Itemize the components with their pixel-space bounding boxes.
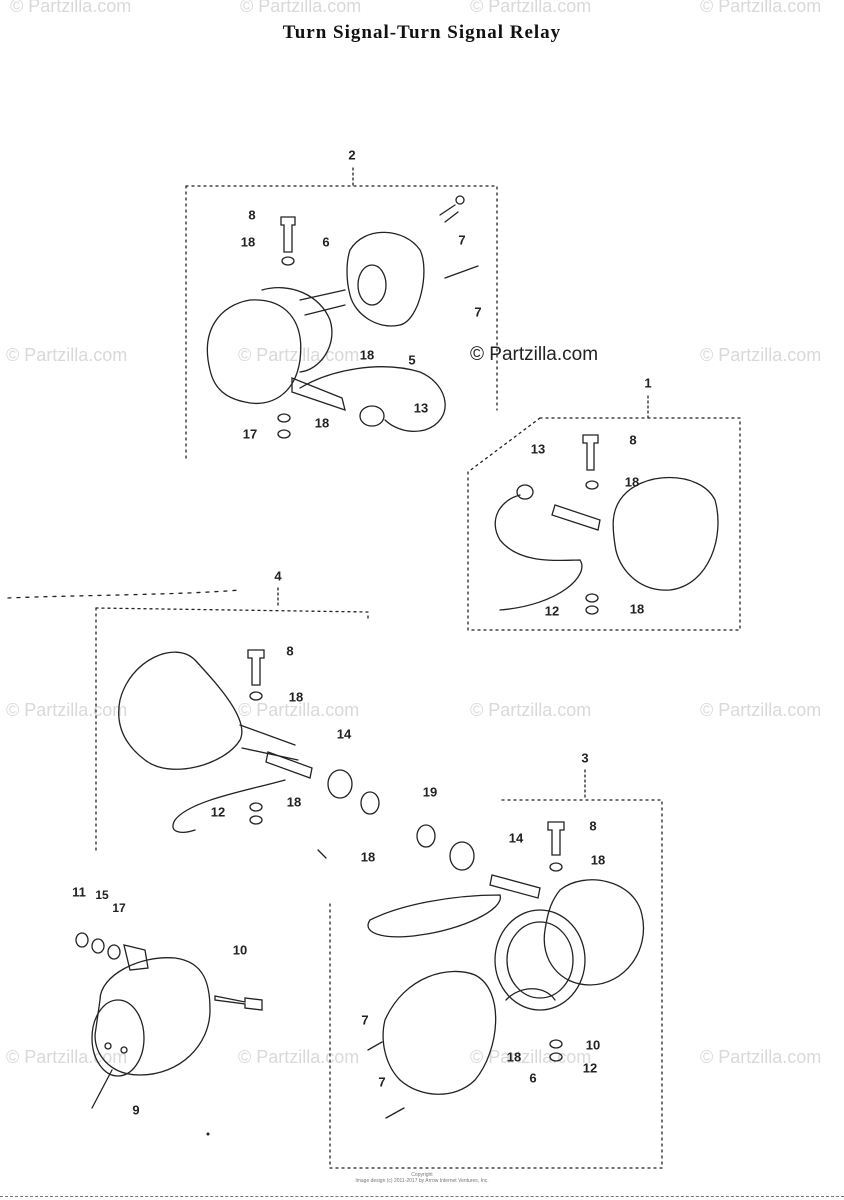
stem-3 (489, 874, 541, 899)
callout-6: 6 (529, 1070, 537, 1086)
stem-2 (291, 377, 346, 411)
watermark: © Partzilla.com (238, 1047, 360, 1067)
callout-12: 12 (210, 804, 226, 820)
watermark: © Partzilla.com (470, 0, 592, 16)
callout-7: 7 (474, 304, 482, 320)
callout-18: 18 (590, 852, 606, 868)
callout-2: 2 (348, 147, 356, 163)
stem-4 (265, 751, 313, 779)
callout-5: 5 (408, 352, 416, 368)
callout-12: 12 (544, 603, 560, 619)
callout-18: 18 (624, 474, 640, 490)
housing-4 (118, 651, 243, 770)
copyright-footer: Copyright Image design (c) 2011-2017 by … (0, 1172, 844, 1184)
callout-7: 7 (458, 232, 466, 248)
bolt-4 (247, 649, 265, 686)
callout-7: 7 (378, 1074, 386, 1090)
callout-18: 18 (286, 794, 302, 810)
callout-17: 17 (242, 426, 258, 442)
housing-1 (612, 476, 719, 591)
watermark: © Partzilla.com (238, 700, 360, 720)
watermark: © Partzilla.com (700, 0, 822, 16)
assembly-4-frame (7, 589, 241, 599)
callout-17: 17 (112, 901, 126, 915)
page-title: Turn Signal-Turn Signal Relay (282, 22, 562, 43)
watermark: © Partzilla.com (700, 700, 822, 720)
callout-8: 8 (589, 818, 597, 834)
callout-18: 18 (629, 601, 645, 617)
callout-8: 8 (629, 432, 637, 448)
bolt-1 (582, 434, 599, 471)
relay-body (94, 957, 211, 1076)
callout-18: 18 (506, 1049, 522, 1065)
callout-9: 9 (132, 1102, 140, 1118)
callout-8: 8 (286, 643, 294, 659)
callout-14: 14 (336, 726, 352, 742)
assembly-2-frame (185, 185, 498, 459)
bolt-3 (547, 821, 565, 856)
callout-14: 14 (508, 830, 524, 846)
brand-label: © Partzilla.com (470, 344, 599, 365)
callout-4: 4 (274, 568, 282, 584)
lens-2 (206, 299, 302, 404)
watermark: © Partzilla.com (6, 700, 128, 720)
watermark: © Partzilla.com (470, 1047, 592, 1067)
housing-3 (543, 879, 645, 986)
callout-19: 19 (422, 784, 438, 800)
relay-bolt (214, 995, 263, 1011)
callout-3: 3 (581, 750, 589, 766)
bolt-2 (280, 216, 296, 253)
watermark: © Partzilla.com (240, 0, 362, 16)
watermark: © Partzilla.com (10, 0, 132, 16)
callout-13: 13 (413, 400, 429, 416)
watermark: © Partzilla.com (700, 345, 822, 365)
watermark: © Partzilla.com (470, 700, 592, 720)
watermark: © Partzilla.com (700, 1047, 822, 1067)
callout-18: 18 (240, 234, 256, 250)
housing-2 (346, 231, 425, 327)
callout-18: 18 (288, 689, 304, 705)
callout-8: 8 (248, 207, 256, 223)
callout-12: 12 (582, 1060, 598, 1076)
bottom-rule (0, 1196, 844, 1197)
copyright-line: Copyright (411, 1172, 433, 1178)
callout-18: 18 (359, 347, 375, 363)
callout-10: 10 (585, 1037, 601, 1053)
watermark: © Partzilla.com (6, 345, 128, 365)
lens-3 (382, 970, 497, 1095)
copyright-line: Image design (c) 2011-2017 by Arrow Inte… (355, 1178, 489, 1184)
callout-18: 18 (314, 415, 330, 431)
callout-6: 6 (322, 234, 330, 250)
callout-7: 7 (361, 1012, 369, 1028)
callout-10: 10 (232, 942, 248, 958)
callout-18: 18 (360, 849, 376, 865)
assembly-3-frame (329, 799, 663, 1169)
callout-13: 13 (530, 441, 546, 457)
watermark: © Partzilla.com (6, 1047, 128, 1067)
callout-11: 11 (72, 884, 86, 900)
callout-15: 15 (95, 888, 109, 902)
callout-1: 1 (644, 375, 652, 391)
watermark: © Partzilla.com (238, 345, 360, 365)
assembly-1-frame (467, 417, 741, 631)
